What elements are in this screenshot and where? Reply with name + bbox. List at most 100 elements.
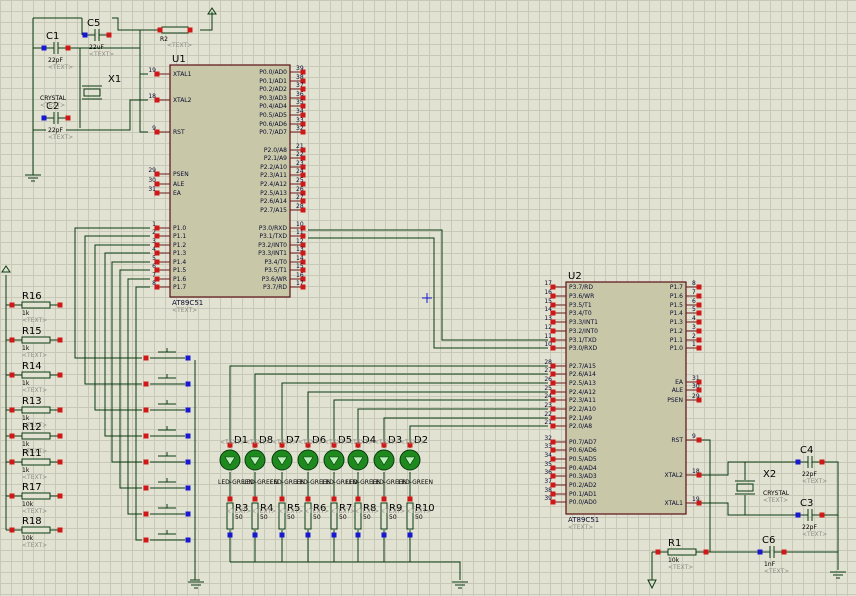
cap-value: 1nF xyxy=(764,561,776,568)
resistor-value: 50 xyxy=(339,514,347,521)
pin-terminal xyxy=(185,381,191,387)
pin-name: P0.0/AD0 xyxy=(259,69,287,76)
led-ref: D3 xyxy=(388,435,402,446)
push-button-1[interactable] xyxy=(143,348,191,361)
pin-terminal xyxy=(9,337,15,343)
pin-terminal xyxy=(185,459,191,465)
pin-terminal xyxy=(696,472,702,478)
resistor-value: 1k xyxy=(22,310,30,317)
resistor-text-placeholder: <TEXT> xyxy=(22,508,47,515)
pin-terminal xyxy=(57,459,63,465)
led-arrow-icon xyxy=(276,456,288,466)
led-arrow-icon xyxy=(249,456,261,466)
pin-terminal xyxy=(300,172,306,178)
pin-terminal xyxy=(550,389,556,395)
pin-number: 16 xyxy=(544,289,552,296)
push-button-8[interactable] xyxy=(143,530,191,543)
chip-part: AT89C51 xyxy=(172,299,203,307)
pin-name: P1.7 xyxy=(173,284,186,291)
pin-terminal xyxy=(9,372,15,378)
pin-name: P2.1/A9 xyxy=(569,415,592,422)
push-button-4[interactable] xyxy=(143,426,191,439)
pin-terminal xyxy=(143,381,149,387)
pin-number: 15 xyxy=(544,298,552,305)
wire xyxy=(690,502,800,516)
resistor-ref: R7 xyxy=(339,503,352,514)
resistor-body xyxy=(21,458,51,466)
led-arrow-icon xyxy=(224,456,236,466)
wire xyxy=(127,278,150,515)
pin-terminal xyxy=(65,45,71,51)
wire xyxy=(308,237,548,349)
cap-text-placeholder: <TEXT> xyxy=(48,134,73,141)
push-button-2[interactable] xyxy=(143,374,191,387)
pin-number: 17 xyxy=(296,280,304,287)
pin-terminal xyxy=(227,442,233,448)
cap-value: 22pF xyxy=(48,57,63,64)
pin-terminal xyxy=(300,112,306,118)
pin-terminal xyxy=(703,549,709,555)
resistor-body xyxy=(251,502,259,530)
pin-terminal xyxy=(154,259,160,265)
resistor-body xyxy=(226,502,234,530)
pin-terminal xyxy=(696,319,702,325)
wire xyxy=(119,269,150,489)
pin-terminal xyxy=(252,442,258,448)
pin-terminal xyxy=(57,337,63,343)
push-button-5[interactable] xyxy=(143,452,191,465)
led-ref: D6 xyxy=(312,435,326,446)
pin-number: 6 xyxy=(152,263,156,270)
resistor-value: 1k xyxy=(22,415,30,422)
power-arrow-icon xyxy=(1,265,11,273)
ground-symbol xyxy=(452,581,468,589)
resistor-body xyxy=(667,548,697,556)
push-button-6[interactable] xyxy=(143,478,191,491)
push-button-3[interactable] xyxy=(143,400,191,413)
pin-terminal xyxy=(57,372,63,378)
push-button-7[interactable] xyxy=(143,504,191,517)
cursor-crosshair-icon xyxy=(422,293,432,303)
resistor-body xyxy=(21,432,51,440)
pin-number: 37 xyxy=(296,82,304,89)
pin-terminal xyxy=(550,499,556,505)
resistor-ref: R18 xyxy=(22,516,42,527)
pin-name: P3.5/T1 xyxy=(569,302,592,309)
pin-terminal xyxy=(381,532,387,538)
pin-name: P2.5/A13 xyxy=(569,380,596,387)
pin-terminal xyxy=(696,337,702,343)
pin-terminal xyxy=(300,284,306,290)
pin-name: P3.2/INT0 xyxy=(569,328,598,335)
pin-number: 36 xyxy=(544,469,552,476)
pin-name: P3.4/T0 xyxy=(264,259,287,266)
resistor-ref: R15 xyxy=(22,326,42,337)
pin-name: P3.1/TXD xyxy=(569,337,597,344)
chip-text-placeholder: <TEXT> xyxy=(172,307,197,314)
wire xyxy=(690,461,800,476)
pin-terminal xyxy=(300,233,306,239)
pin-name: P0.7/AD7 xyxy=(569,439,597,446)
wire xyxy=(230,561,461,580)
pin-terminal xyxy=(331,496,337,502)
pin-terminal xyxy=(305,532,311,538)
pin-name: P3.7/RD xyxy=(569,284,593,291)
microcontroller-u2: U2AT89C51<TEXT>17P3.7/RD16P3.6/WR15P3.5/… xyxy=(544,271,702,531)
pin-terminal xyxy=(185,511,191,517)
xtal-ref: X1 xyxy=(108,74,121,85)
resistor-ref: R13 xyxy=(22,396,42,407)
pin-terminal xyxy=(82,32,88,38)
pin-terminal xyxy=(252,532,258,538)
led-ref: D1 xyxy=(234,435,248,446)
power-arrow xyxy=(647,579,657,590)
pin-terminal xyxy=(154,181,160,187)
ground-symbol xyxy=(25,174,41,182)
pin-terminal xyxy=(143,433,149,439)
pin-number: 27 xyxy=(544,367,552,374)
resistor-ref: R1 xyxy=(668,538,681,549)
pin-terminal xyxy=(550,397,556,403)
pin-number: 18 xyxy=(692,468,700,475)
pin-terminal xyxy=(655,549,661,555)
